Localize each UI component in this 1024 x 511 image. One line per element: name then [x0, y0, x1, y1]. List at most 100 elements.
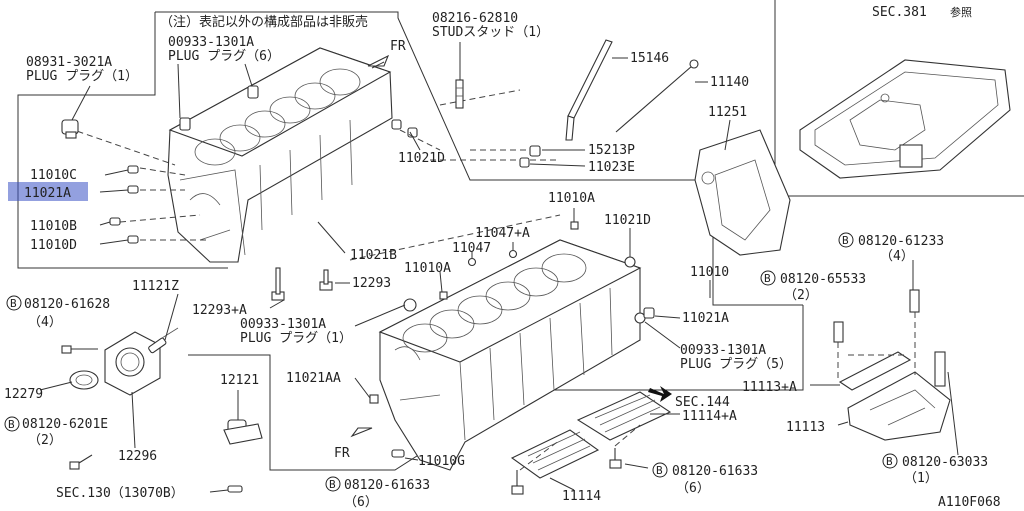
label-11047[interactable]: 11047: [452, 241, 491, 256]
label-sec144[interactable]: SEC.144: [675, 395, 730, 410]
label-15146[interactable]: 15146: [630, 51, 669, 66]
bolt-callout-63033[interactable]: B 08120-63033 （1）: [882, 453, 988, 486]
bolt-callout-61633-b[interactable]: B 08120-61633 （6）: [652, 462, 758, 496]
label-11010A-mid[interactable]: 11010A: [404, 261, 451, 276]
bolt-callout-6201E[interactable]: B 08120-6201E （2）: [4, 416, 108, 448]
knock-sensor-12121[interactable]: [223, 419, 263, 445]
sec381-code[interactable]: SEC.381: [872, 5, 927, 20]
label-12296[interactable]: 12296: [118, 449, 157, 464]
baffle-strip-11113A[interactable]: [838, 351, 912, 391]
label-61633-a-qty: （6）: [344, 495, 378, 510]
label-12293A[interactable]: 12293+A: [192, 303, 247, 318]
label-63033-qty: （1）: [904, 471, 938, 486]
label-00933-a-num[interactable]: 00933-1301A: [168, 35, 254, 50]
plug-08931[interactable]: [61, 119, 79, 139]
label-11023E[interactable]: 11023E: [588, 160, 635, 175]
bolt-callout-61233[interactable]: B 08120-61233 （4）: [838, 232, 944, 264]
bolt-08120-61633-b[interactable]: [609, 448, 622, 469]
bolt-symbol: B: [656, 464, 663, 477]
label-11021AA[interactable]: 11021AA: [286, 371, 341, 386]
dowel-11010D[interactable]: [127, 235, 139, 244]
dowel-11010G[interactable]: [391, 449, 405, 458]
label-61233-qty: （4）: [880, 249, 914, 264]
dowel-11010A-top[interactable]: [570, 221, 579, 230]
label-11021D-top[interactable]: 11021D: [398, 151, 445, 166]
sec144-arrow[interactable]: [648, 386, 672, 402]
lower-cylinder-block-11010[interactable]: [378, 239, 655, 471]
bolt-symbol: B: [764, 272, 771, 285]
dipstick-11140[interactable]: [615, 59, 699, 133]
label-15213P[interactable]: 15213P: [588, 143, 635, 158]
label-6201E-qty: （2）: [28, 433, 62, 448]
label-11010G[interactable]: 11010G: [418, 454, 465, 469]
oil-seal-12279[interactable]: [69, 370, 99, 390]
fr-arrow-upper: [367, 54, 390, 69]
dowel-11010B[interactable]: [109, 217, 121, 226]
main-bearing-cap-11114A[interactable]: [576, 391, 672, 441]
label-61633-b-qty: （6）: [676, 481, 710, 496]
label-00933-b-num[interactable]: 00933-1301A: [240, 317, 326, 332]
pin-11021A-left[interactable]: [127, 185, 139, 194]
dipstick-tube-15146[interactable]: [565, 39, 613, 141]
bolt-08120-61628[interactable]: [61, 345, 98, 354]
main-bearing-cap-11114[interactable]: [510, 429, 600, 479]
label-11140[interactable]: 11140: [710, 75, 749, 90]
plug-15213P[interactable]: [529, 145, 541, 157]
label-11113[interactable]: 11113: [786, 420, 825, 435]
pin-11021AA[interactable]: [369, 394, 379, 404]
label-11010A-top[interactable]: 11010A: [548, 191, 595, 206]
label-00933-b-name: PLUG プラグ（1）: [240, 331, 352, 346]
label-11114A[interactable]: 11114+A: [682, 409, 737, 424]
bolt-callout-61628[interactable]: B 08120-61628 （4）: [6, 295, 110, 330]
label-00933-c-num[interactable]: 00933-1301A: [680, 343, 766, 358]
bolt-symbol: B: [10, 297, 17, 310]
label-11010[interactable]: 11010: [690, 265, 729, 280]
label-sec130[interactable]: SEC.130（13070B）: [56, 486, 184, 501]
label-11251[interactable]: 11251: [708, 105, 747, 120]
label-11021A-left[interactable]: 11021A: [24, 186, 71, 201]
label-11010C[interactable]: 11010C: [30, 168, 77, 183]
label-11021A-right[interactable]: 11021A: [682, 311, 729, 326]
label-00933-a-name: PLUG プラグ（6）: [168, 49, 280, 64]
label-61233-num: 08120-61233: [858, 234, 944, 249]
label-11121Z[interactable]: 11121Z: [132, 279, 179, 294]
label-11113A[interactable]: 11113+A: [742, 380, 797, 395]
label-12279[interactable]: 12279: [4, 387, 43, 402]
bolt-symbol: B: [886, 455, 893, 468]
label-11010B[interactable]: 11010B: [30, 219, 77, 234]
rear-plate-11251[interactable]: [694, 129, 791, 256]
label-08216-num[interactable]: 08216-62810: [432, 11, 518, 26]
bolt-callout-61633-a[interactable]: B 08120-61633 （6）: [325, 476, 430, 510]
label-11114[interactable]: 11114: [562, 489, 601, 504]
upper-cylinder-block[interactable]: [167, 47, 418, 263]
pin-11023E[interactable]: [519, 157, 530, 168]
bolt-callout-65533[interactable]: B 08120-65533 （2）: [760, 270, 866, 303]
bolt-08120-61233[interactable]: [909, 289, 920, 313]
fr-label-upper: FR: [390, 39, 406, 54]
dowel-11010C[interactable]: [127, 165, 139, 174]
label-61628-qty: （4）: [28, 315, 62, 330]
label-12121[interactable]: 12121: [220, 373, 259, 388]
bolt-08120-61633-a[interactable]: [511, 470, 524, 495]
bolt-12293[interactable]: [319, 269, 333, 291]
stud-08216[interactable]: [455, 79, 464, 109]
label-11021D-mid[interactable]: 11021D: [604, 213, 651, 228]
seal-retainer-12296[interactable]: [104, 331, 161, 396]
oil-pan-sec381[interactable]: [799, 59, 1011, 179]
bolt-08120-65533[interactable]: [833, 321, 844, 343]
plug-11047A[interactable]: [508, 249, 518, 259]
label-11010D[interactable]: 11010D: [30, 238, 77, 253]
sensor-11121Z[interactable]: [148, 327, 179, 354]
bolt-12293A[interactable]: [271, 267, 285, 301]
plug-11047[interactable]: [467, 257, 477, 267]
label-11021B[interactable]: 11021B: [350, 248, 397, 263]
upper-block-frame-left: [17, 12, 228, 269]
label-12293[interactable]: 12293: [352, 276, 391, 291]
label-61633-b-num: 08120-61633: [672, 464, 758, 479]
label-61633-a-num: 08120-61633: [344, 478, 430, 493]
grommet-13070B[interactable]: [227, 485, 243, 493]
bolt-08120-6201E[interactable]: [69, 454, 93, 470]
label-08931-num[interactable]: 08931-3021A: [26, 55, 112, 70]
label-11047A[interactable]: 11047+A: [475, 226, 530, 241]
